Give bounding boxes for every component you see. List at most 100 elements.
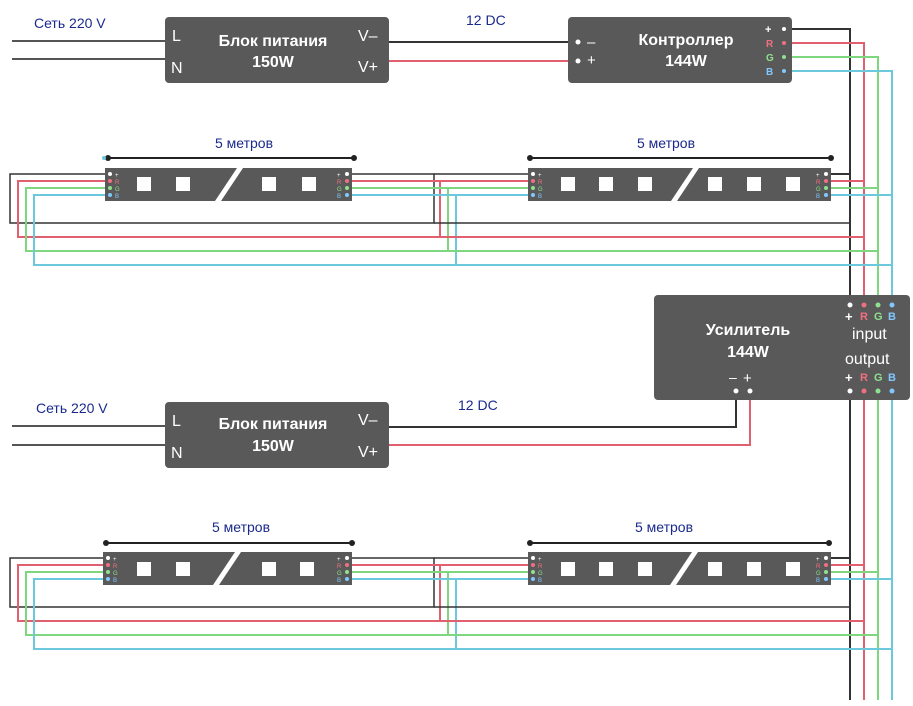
amp-in-plus: + [845, 309, 853, 324]
strip-pin [531, 556, 535, 560]
psu-top-body [165, 17, 389, 83]
dc-wire-minus-bottom [388, 390, 737, 428]
led-chip [599, 562, 613, 576]
led-chip [176, 177, 190, 191]
strip-pin-label-plus: + [816, 557, 820, 563]
led-chip [561, 177, 575, 191]
strip-pin [824, 577, 828, 581]
amplifier-body [654, 295, 910, 400]
top-link-green [25, 187, 449, 252]
led-chip [786, 562, 800, 576]
length-end-left [103, 540, 109, 546]
strip-pin [824, 563, 828, 567]
length-marker-top-left: 5 метров [105, 135, 357, 161]
top-link-plus [9, 173, 435, 224]
psu-top-l: L [172, 28, 181, 45]
amp-out-pin-plus [847, 388, 853, 394]
controller-out-g: G [766, 53, 774, 64]
amp-in-pin-r [861, 302, 867, 308]
controller-power: 144W [665, 53, 708, 70]
psu-top-power: 150W [252, 54, 295, 71]
psu-top-title: Блок питания [219, 33, 328, 50]
length-end-left [527, 155, 533, 161]
strip-pin [345, 186, 349, 190]
bus-plus [786, 28, 851, 305]
controller: – + Контроллер 144W + R G B [568, 17, 792, 83]
length-end-right [351, 155, 357, 161]
led-strip-bottom-right: + R G B + R G B [528, 552, 831, 585]
led-chip [262, 562, 276, 576]
strip-pin [531, 186, 535, 190]
length-end-left [527, 540, 533, 546]
amp-out-pin-g [875, 388, 881, 394]
controller-minus-pin [575, 39, 581, 45]
bus-blue [786, 70, 893, 305]
dc-wire-plus-bottom [388, 390, 751, 446]
led-chip [262, 177, 276, 191]
amplifier-input-label: input [852, 326, 887, 343]
strip-pin-label-b: B [337, 194, 341, 200]
strip-pin-label-plus: + [337, 173, 341, 179]
strip-pin-label-plus: + [113, 557, 117, 563]
bottom-link-blue [33, 578, 457, 650]
strip-pin-label-r: R [115, 180, 120, 186]
strip-pin [531, 172, 535, 176]
strip-pin-label-g: G [816, 187, 821, 193]
psu-bottom-vminus: V– [358, 412, 378, 429]
controller-out-pin-r [782, 41, 786, 45]
length-label: 5 метров [637, 135, 695, 151]
amp-out-g-label: G [874, 372, 883, 384]
length-label: 5 метров [635, 519, 693, 535]
led-chip [302, 177, 316, 191]
strip-pin [106, 570, 110, 574]
psu-bottom-l: L [172, 413, 181, 430]
strip-pin [106, 563, 110, 567]
strip-pin [824, 186, 828, 190]
strip-segment-right [221, 168, 352, 201]
psu-bottom: L N Блок питания 150W V– V+ [165, 402, 389, 468]
amp-in-pin-g [875, 302, 881, 308]
controller-out-b: B [766, 67, 773, 78]
strip-pin-label-b: B [538, 578, 542, 584]
amplifier: Усилитель 144W input output + R G B + R … [654, 295, 910, 400]
marker-dot [102, 156, 106, 160]
strip-pin [108, 179, 112, 183]
strip-pin-label-plus: + [115, 173, 119, 179]
psu-top-vminus: V– [358, 28, 378, 45]
strip-pin-label-g: G [115, 187, 120, 193]
strip-segment-right [219, 552, 352, 585]
led-chip [137, 177, 151, 191]
length-marker-bottom-right: 5 метров [527, 519, 832, 546]
amp-pwr-pin-plus [747, 388, 753, 394]
amp-pwr-pin-minus [733, 388, 739, 394]
led-chip [638, 177, 652, 191]
amp-out-r-label: R [860, 372, 868, 384]
amp-out-plus-label: + [845, 370, 853, 385]
controller-plus-pin [575, 58, 581, 64]
strip-pin [106, 577, 110, 581]
strip-pin [824, 556, 828, 560]
led-chip [599, 177, 613, 191]
strip-pin-label-r: R [538, 564, 543, 570]
psu-bottom-title: Блок питания [219, 416, 328, 433]
length-label: 5 метров [212, 519, 270, 535]
strip-pin-label-b: B [816, 578, 820, 584]
strip-pin [108, 193, 112, 197]
strip-pin [106, 556, 110, 560]
bottom-link-red [17, 564, 441, 622]
bus-green [786, 56, 879, 305]
strip-pin-label-plus: + [538, 173, 542, 179]
dc-label-top: 12 DC [466, 12, 506, 28]
psu-top-vplus: V+ [358, 59, 378, 76]
psu-bottom-vplus: V+ [358, 444, 378, 461]
strip-pin [345, 179, 349, 183]
led-chip [786, 177, 800, 191]
amp-in-g: G [874, 311, 883, 323]
strip-pin [345, 563, 349, 567]
length-label: 5 метров [215, 135, 273, 151]
strip-pin-label-r: R [538, 180, 543, 186]
controller-out-r: R [766, 39, 774, 50]
strip-pin [824, 193, 828, 197]
strip-pin-label-b: B [113, 578, 117, 584]
strip-pin-label-r: R [113, 564, 118, 570]
